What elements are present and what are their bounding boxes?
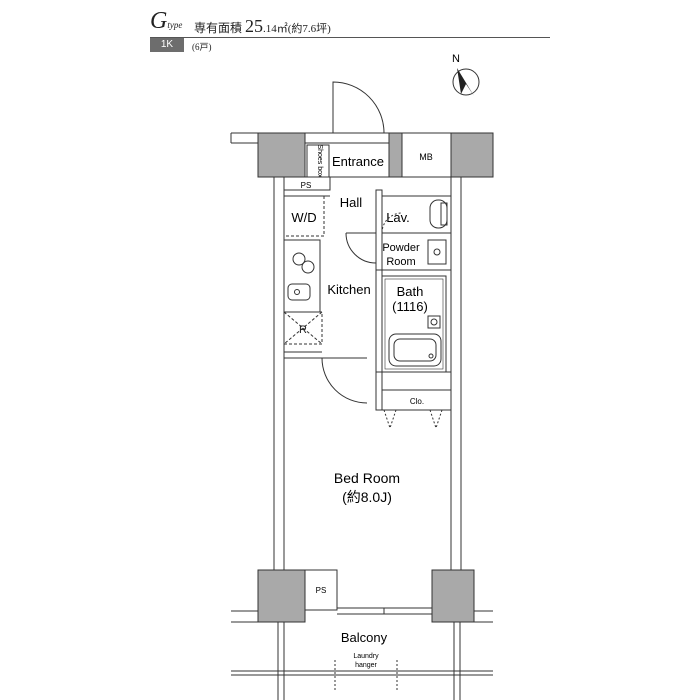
header-divider — [150, 37, 550, 38]
floor-area: 専有面積 25.14㎡(約7.6坪) — [194, 16, 331, 37]
lavatory: Lav. — [381, 195, 452, 234]
balcony-window — [337, 607, 432, 615]
unit-type: Gtype — [150, 8, 182, 35]
entrance-label: Entrance — [332, 154, 384, 169]
ps-top: PS — [283, 176, 331, 191]
area-decimal: .14㎡(約7.6坪) — [263, 23, 331, 35]
kitchen-counter: Kitchen — [283, 239, 371, 313]
entrance-area: Shoes box Entrance — [304, 81, 390, 178]
bath: Bath (1116) — [381, 275, 447, 373]
area-label: 専有面積 — [194, 21, 246, 35]
mb-label: MB — [419, 152, 433, 162]
washer-dryer: W/D — [283, 195, 325, 237]
laundry-label-1: Laundry — [353, 653, 379, 660]
ps-bottom: PS — [304, 569, 338, 611]
bedroom-label: Bed Room — [334, 470, 400, 486]
unit-count: (6戸) — [192, 42, 212, 52]
laundry-label-2: hanger — [355, 662, 377, 669]
compass-label: N — [452, 53, 460, 65]
area-value: 25 — [245, 16, 264, 36]
refrigerator-label: R — [299, 324, 307, 336]
closet-label: Clo. — [410, 397, 424, 406]
type-letter: G — [150, 8, 168, 34]
structural-columns — [257, 132, 494, 623]
kitchen-label: Kitchen — [327, 282, 370, 297]
layout-tag: 1K — [150, 38, 184, 52]
closet: Clo. — [381, 389, 452, 430]
powder-room: Powder Room — [381, 232, 452, 271]
powder-room-label-2: Room — [386, 256, 415, 268]
bath-size-label: (1116) — [392, 299, 428, 314]
balcony: Balcony Laundry hanger — [231, 622, 493, 700]
powder-room-label-1: Powder — [382, 242, 420, 254]
hall-label: Hall — [340, 195, 363, 210]
ps-top-label: PS — [301, 181, 312, 190]
wd-label: W/D — [291, 210, 316, 225]
shoes-box-label: Shoes box — [316, 144, 323, 178]
lav-label: Lav. — [386, 210, 410, 225]
mb-box: MB — [401, 132, 452, 178]
bedroom-size-label: (約8.0J) — [342, 489, 392, 505]
type-suffix: type — [167, 20, 183, 30]
ps-bottom-label: PS — [316, 586, 327, 595]
balcony-label: Balcony — [341, 630, 388, 645]
bath-label: Bath — [397, 284, 424, 299]
north-arrow-icon: N — [452, 53, 480, 96]
refrigerator: R — [283, 311, 323, 345]
bottom-wall — [231, 610, 493, 623]
plan-header: Gtype 専有面積 25.14㎡(約7.6坪) 1K (6戸) — [0, 0, 700, 70]
